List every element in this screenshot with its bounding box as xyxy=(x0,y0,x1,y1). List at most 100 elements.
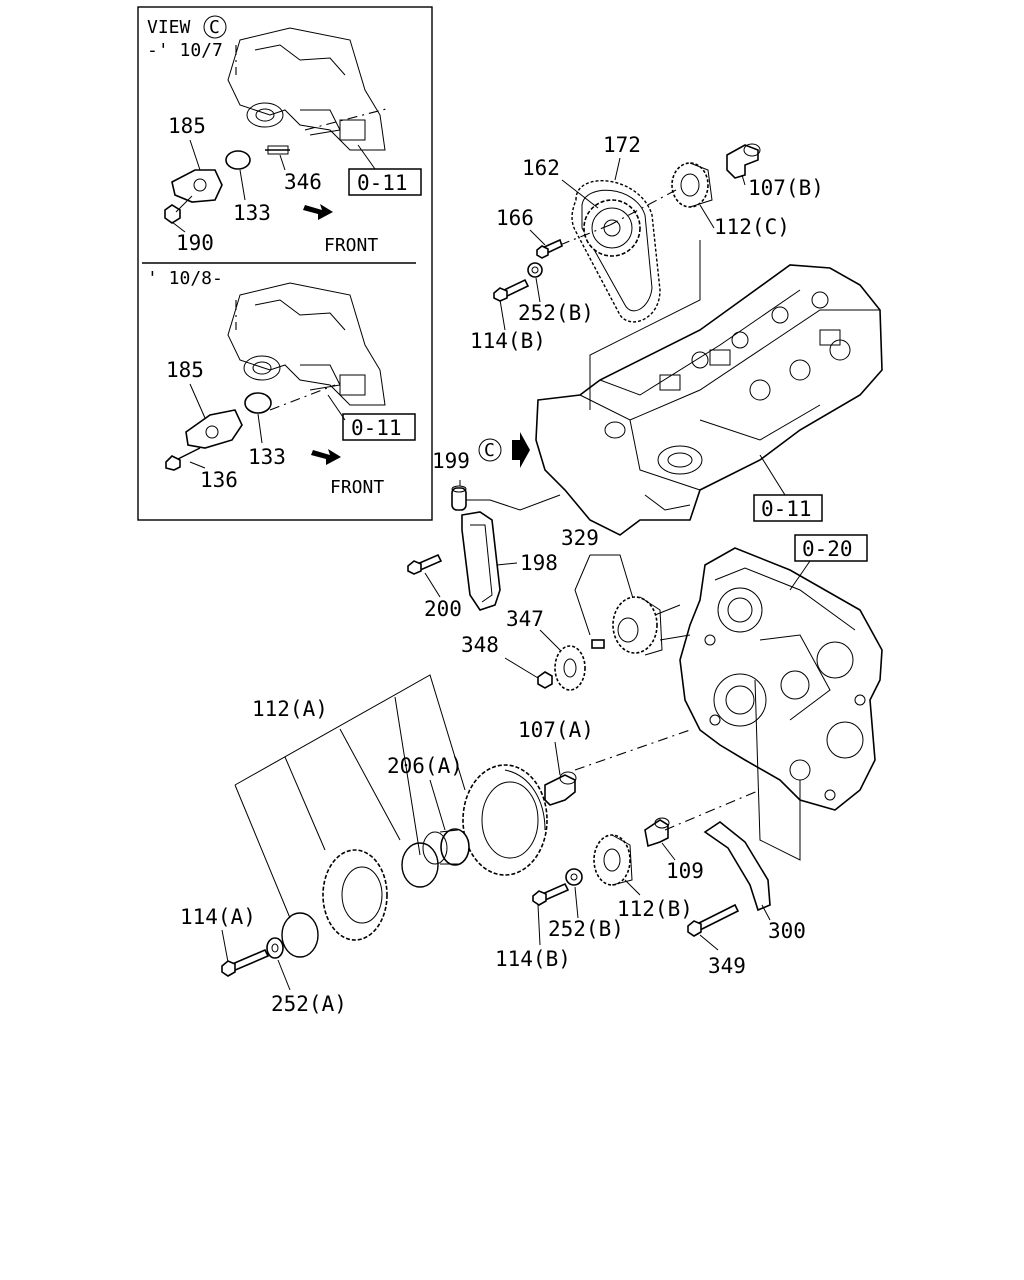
top-tensioner-parts xyxy=(164,145,333,224)
bottom-block-sketch xyxy=(227,282,386,411)
inset-view-panel: VIEW C -' 10/7 185 346 xyxy=(137,6,433,521)
washer-252a xyxy=(266,937,284,959)
callout-252b-top: 252(B) xyxy=(518,301,594,325)
callout-347: 347 xyxy=(506,607,544,631)
ref-0-11-bottom: 0-11 xyxy=(351,416,402,440)
front-label-top: FRONT xyxy=(324,235,378,256)
tensioner-185-top xyxy=(171,169,223,203)
axis-line-cam xyxy=(609,189,677,226)
washer-252b-top xyxy=(527,262,543,278)
ref-box-0-11-bottom xyxy=(342,413,416,441)
chain-guide-300 xyxy=(703,821,771,912)
ref-0-11-main: 0-11 xyxy=(761,497,812,521)
bolt-200 xyxy=(407,553,443,575)
front-arrow-icon-top xyxy=(303,204,333,220)
bushing-206a xyxy=(422,828,470,866)
shaft-109 xyxy=(644,817,670,848)
view-circle-letter: C xyxy=(209,17,220,38)
gear-347 xyxy=(554,645,586,691)
nut-190 xyxy=(164,204,181,224)
bracket-112a xyxy=(234,674,466,919)
bolt-166 xyxy=(536,238,563,259)
front-arrow-icon-bottom xyxy=(311,449,341,465)
dowel-199 xyxy=(451,485,467,511)
callout-198: 198 xyxy=(520,551,558,575)
callout-133-top: 133 xyxy=(233,201,271,225)
callout-252a: 252(A) xyxy=(271,992,347,1016)
callout-114b-bottom: 114(B) xyxy=(495,947,571,971)
callout-133-bottom: 133 xyxy=(248,445,286,469)
cylinder-head xyxy=(535,264,883,536)
callout-166: 166 xyxy=(496,206,534,230)
callout-109: 109 xyxy=(666,859,704,883)
view-arrow-icon xyxy=(512,432,530,468)
view-label: VIEW xyxy=(147,17,191,38)
top-block-sketch xyxy=(227,27,391,151)
gasket-133-bottom xyxy=(244,392,272,414)
ref-0-20: 0-20 xyxy=(802,537,853,561)
callout-112a: 112(A) xyxy=(252,697,328,721)
leader-chain-to-head xyxy=(589,240,701,410)
timing-chain-172 xyxy=(571,180,661,323)
circle-c-letter: C xyxy=(484,440,495,461)
callout-346: 346 xyxy=(284,170,322,194)
callout-300: 300 xyxy=(768,919,806,943)
bolt-114a xyxy=(221,948,270,977)
circle-c-marker xyxy=(478,438,502,462)
shaft-107b xyxy=(726,143,761,179)
callout-185-bottom: 185 xyxy=(166,358,204,382)
tensioner-185-bottom xyxy=(185,409,243,449)
bolt-349 xyxy=(687,903,740,937)
idler-gear-112a xyxy=(462,764,548,876)
inset-frame xyxy=(137,6,433,521)
ref-box-0-11-top xyxy=(348,168,422,196)
nut-348 xyxy=(537,671,553,689)
callout-329: 329 xyxy=(561,526,599,550)
bracket-329 xyxy=(574,554,636,636)
gear-329 xyxy=(612,596,663,656)
ref-0-11-top: 0-11 xyxy=(357,171,408,195)
front-label-bottom: FRONT xyxy=(330,477,384,498)
callout-199: 199 xyxy=(432,449,470,473)
pin-329 xyxy=(591,639,605,649)
callout-190: 190 xyxy=(176,231,214,255)
axis-line-idler xyxy=(574,729,691,771)
view-circle-marker xyxy=(203,15,227,39)
leader-case-300 xyxy=(754,679,801,861)
timing-gear-case xyxy=(679,547,883,811)
cam-sprocket-162 xyxy=(583,199,641,257)
callout-107a: 107(A) xyxy=(518,718,594,742)
bolt-114b-top xyxy=(493,278,530,302)
callout-349: 349 xyxy=(708,954,746,978)
gasket-133-top xyxy=(225,150,251,170)
shaft-107a xyxy=(544,771,577,806)
callout-200: 200 xyxy=(424,597,462,621)
washer-252b-bottom xyxy=(565,868,583,886)
callout-185-top: 185 xyxy=(168,114,206,138)
callout-112c: 112(C) xyxy=(714,215,790,239)
top-date-range: -' 10/7 xyxy=(147,40,223,61)
callout-114b-top: 114(B) xyxy=(470,329,546,353)
callout-114a: 114(A) xyxy=(180,905,256,929)
snap-ring-112a xyxy=(281,912,319,958)
ref-box-0-20 xyxy=(794,534,868,562)
chain-guide-198 xyxy=(461,511,501,611)
gear-112b xyxy=(593,834,633,886)
ref-box-0-11-main xyxy=(753,494,823,522)
leader-gear-to-case xyxy=(654,604,691,641)
callout-348: 348 xyxy=(461,633,499,657)
callout-112b: 112(B) xyxy=(617,897,693,921)
bottom-date-range: ' 10/8- xyxy=(147,268,223,289)
snap-ring-206 xyxy=(401,842,439,888)
callout-107b: 107(B) xyxy=(748,176,824,200)
callout-206a: 206(A) xyxy=(387,754,463,778)
callout-136: 136 xyxy=(200,468,238,492)
bottom-tensioner-parts xyxy=(165,392,341,471)
idler-gear-112c xyxy=(671,162,713,208)
callout-252b-bottom: 252(B) xyxy=(548,917,624,941)
callout-172: 172 xyxy=(603,133,641,157)
bolt-114b-bottom xyxy=(532,882,570,906)
sprocket-112a xyxy=(322,849,388,941)
callout-162: 162 xyxy=(522,156,560,180)
